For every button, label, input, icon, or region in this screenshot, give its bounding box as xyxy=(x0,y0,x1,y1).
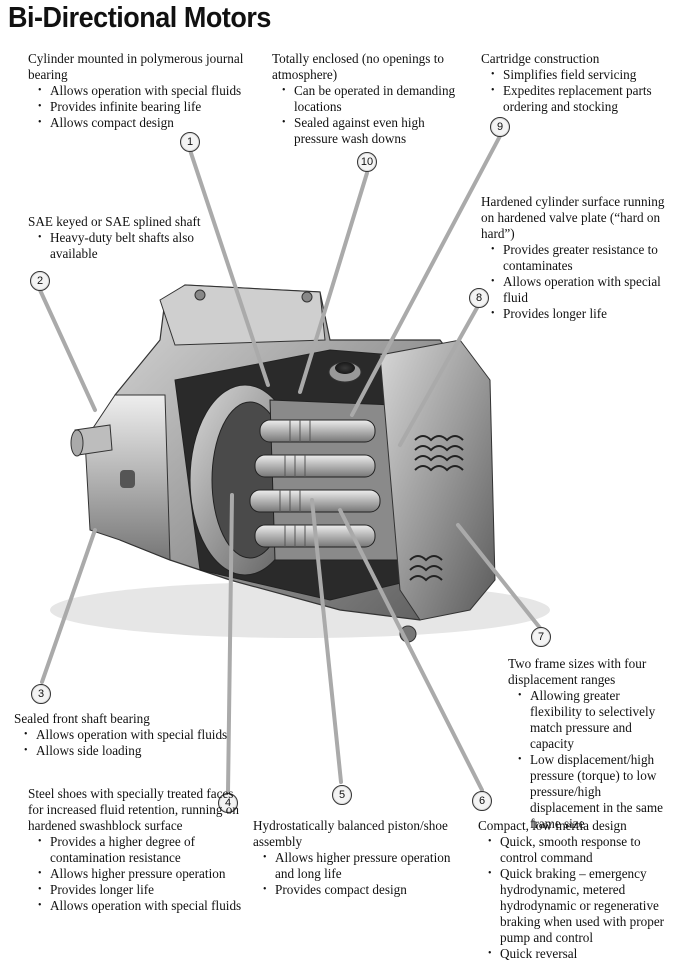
callout-bullet: Can be operated in demanding locations xyxy=(272,83,464,115)
callout-number-10: 10 xyxy=(357,152,377,172)
callout-heading: Cartridge construction xyxy=(481,51,600,66)
callout-bullet: Allows compact design xyxy=(28,115,248,131)
callout-bullet: Allows operation with special fluids xyxy=(14,727,244,743)
callout-heading: Two frame sizes with four displacement r… xyxy=(508,656,647,687)
callout-bullet: Provides compact design xyxy=(253,882,463,898)
callout-number-5: 5 xyxy=(332,785,352,805)
callout-heading: SAE keyed or SAE splined shaft xyxy=(28,214,201,229)
callout-heading: Cylinder mounted in polymerous journal b… xyxy=(28,51,244,82)
callout-bullet: Simplifies field servicing xyxy=(481,67,661,83)
callout-heading: Hardened cylinder surface running on har… xyxy=(481,194,665,241)
callout-bullet: Provides longer life xyxy=(28,882,253,898)
callout-10: Totally enclosed (no openings to atmosph… xyxy=(272,51,464,147)
callout-bullet: Heavy-duty belt shafts also available xyxy=(28,230,200,262)
callout-6: Compact, low inertia design Quick, smoot… xyxy=(478,818,673,962)
callout-number-2: 2 xyxy=(30,271,50,291)
callout-bullet: Provides a higher degree of contaminatio… xyxy=(28,834,220,866)
callout-bullet: Sealed against even high pressure wash d… xyxy=(272,115,464,147)
callout-bullet: Allows higher pressure operation xyxy=(28,866,253,882)
callout-1: Cylinder mounted in polymerous journal b… xyxy=(28,51,248,131)
callout-heading: Totally enclosed (no openings to atmosph… xyxy=(272,51,444,82)
callout-8: Hardened cylinder surface running on har… xyxy=(481,194,666,322)
callout-number-1: 1 xyxy=(180,132,200,152)
callout-bullet: Provides longer life xyxy=(481,306,666,322)
callout-bullet: Allows higher pressure operation and lon… xyxy=(253,850,463,882)
page-title: Bi-Directional Motors xyxy=(8,2,271,34)
callout-number-4: 4 xyxy=(218,793,238,813)
callout-5: Hydrostatically balanced piston/shoe ass… xyxy=(253,818,463,898)
callout-bullet: Allows operation with special fluids xyxy=(28,83,248,99)
callout-9: Cartridge construction Simplifies field … xyxy=(481,51,661,115)
callout-bullet: Provides infinite bearing life xyxy=(28,99,248,115)
callout-number-3: 3 xyxy=(31,684,51,704)
callout-heading: Steel shoes with specially treated faces… xyxy=(28,786,239,833)
callout-heading: Compact, low inertia design xyxy=(478,818,627,833)
callout-3: Sealed front shaft bearing Allows operat… xyxy=(14,711,244,759)
callout-bullet: Quick, smooth response to control comman… xyxy=(478,834,673,866)
callout-heading: Hydrostatically balanced piston/shoe ass… xyxy=(253,818,448,849)
callout-7: Two frame sizes with four displacement r… xyxy=(508,656,673,832)
callout-2: SAE keyed or SAE splined shaft Heavy-dut… xyxy=(28,214,243,262)
callout-bullet: Allows operation with special fluids xyxy=(28,898,253,914)
callout-bullet: Allowing greater flexibility to selectiv… xyxy=(508,688,673,752)
callout-bullet: Allows operation with special fluid xyxy=(481,274,666,306)
callout-bullet: Quick reversal xyxy=(478,946,673,962)
callout-number-9: 9 xyxy=(490,117,510,137)
callout-bullet: Quick braking – emergency hydrodynamic, … xyxy=(478,866,673,946)
callout-bullet: Allows side loading xyxy=(14,743,244,759)
callout-number-7: 7 xyxy=(531,627,551,647)
callout-bullet: Low displacement/high pressure (torque) … xyxy=(508,752,673,832)
callout-4: Steel shoes with specially treated faces… xyxy=(28,786,253,914)
callout-heading: Sealed front shaft bearing xyxy=(14,711,150,726)
callout-number-6: 6 xyxy=(472,791,492,811)
callout-bullet: Expedites replacement parts ordering and… xyxy=(481,83,661,115)
callout-bullet: Provides greater resistance to contamina… xyxy=(481,242,666,274)
